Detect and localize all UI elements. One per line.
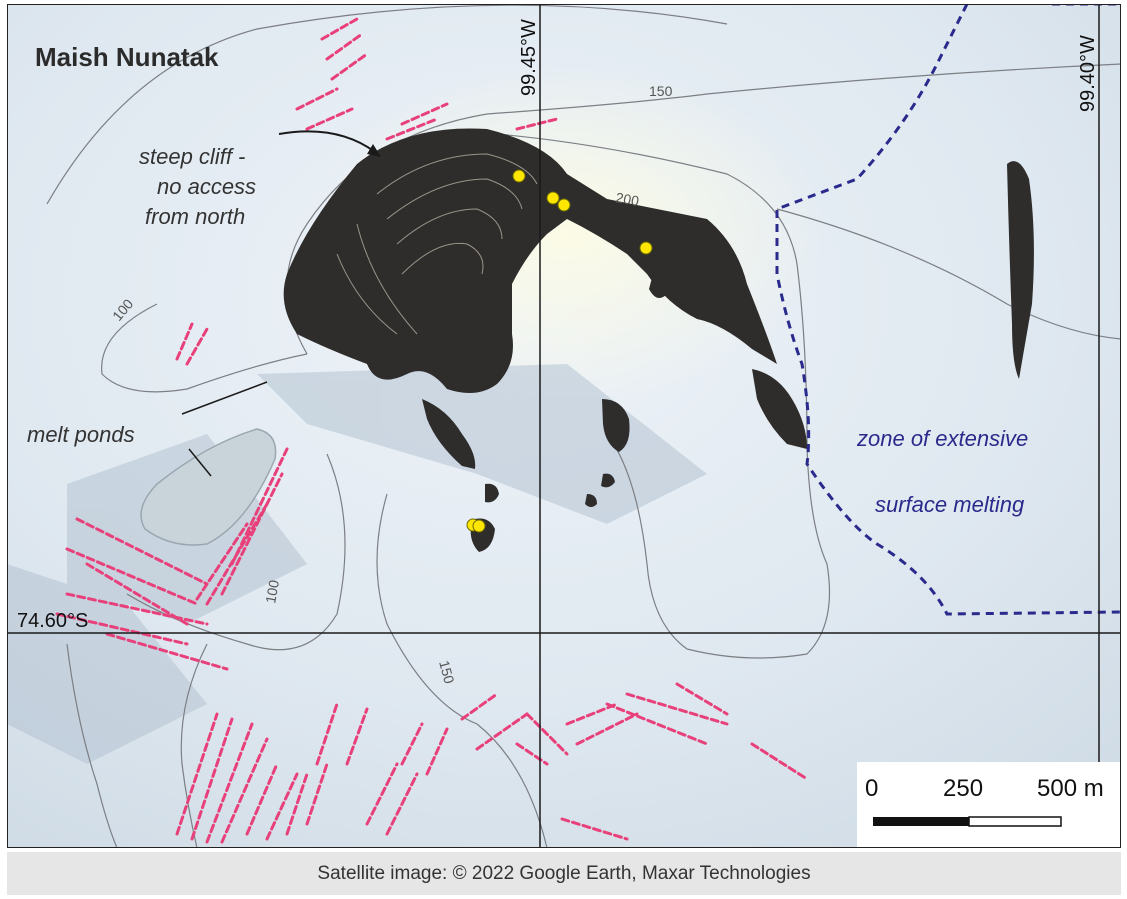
contour-label-100-bottom: 100 <box>262 579 282 605</box>
sample-point-icon[interactable] <box>512 169 526 183</box>
cliff-note-line1: steep cliff - <box>139 144 245 169</box>
map-frame: Maish Nunatak steep cliff - no access fr… <box>7 4 1121 848</box>
scale-bar: 0 250 500 m <box>857 762 1121 848</box>
zone-label-line1: zone of extensive <box>856 426 1028 451</box>
caption-bar: Satellite image: © 2022 Google Earth, Ma… <box>7 852 1121 895</box>
scale-label-250: 250 <box>943 775 983 802</box>
melt-ponds-label: melt ponds <box>27 422 135 447</box>
contour-label-150-bottom: 150 <box>436 659 458 686</box>
map-border <box>7 4 1121 848</box>
cliff-note-line3: from north <box>145 204 245 229</box>
contour-label-150-top: 150 <box>649 83 673 99</box>
map-canvas[interactable]: Maish Nunatak steep cliff - no access fr… <box>7 4 1121 848</box>
scale-bar-background <box>857 762 1121 848</box>
map-title: Maish Nunatak <box>35 42 219 72</box>
scale-bar-white-segment <box>968 816 1062 827</box>
graticule <box>7 4 1121 848</box>
sample-points[interactable] <box>466 169 653 533</box>
rock-outcrops <box>283 128 1034 552</box>
melt-zone-boundary <box>775 4 1121 616</box>
sample-point-icon[interactable] <box>639 241 653 255</box>
scale-label-0: 0 <box>865 775 878 802</box>
crevasses <box>55 17 809 844</box>
scale-label-500: 500 m <box>1037 775 1104 802</box>
melt-ponds-leaders <box>181 381 268 477</box>
sample-point-icon[interactable] <box>557 198 571 212</box>
pointer-arrow-icon <box>278 130 381 157</box>
contour-label-200: 200 <box>614 189 640 209</box>
image-credit: Satellite image: © 2022 Google Earth, Ma… <box>317 862 811 884</box>
lat-label: 74.60°S <box>17 610 88 632</box>
zone-label-line2: surface melting <box>875 492 1025 517</box>
lon-label-west: 99.45°W <box>518 19 540 96</box>
sample-point-icon[interactable] <box>472 519 486 533</box>
sample-point-icon[interactable] <box>546 191 560 205</box>
melt-pond <box>140 428 277 546</box>
cliff-note-line2: no access <box>157 174 256 199</box>
lon-label-east: 99.40°W <box>1077 35 1099 112</box>
rock-contours <box>336 153 538 335</box>
scale-bar-black-segment <box>873 817 969 826</box>
